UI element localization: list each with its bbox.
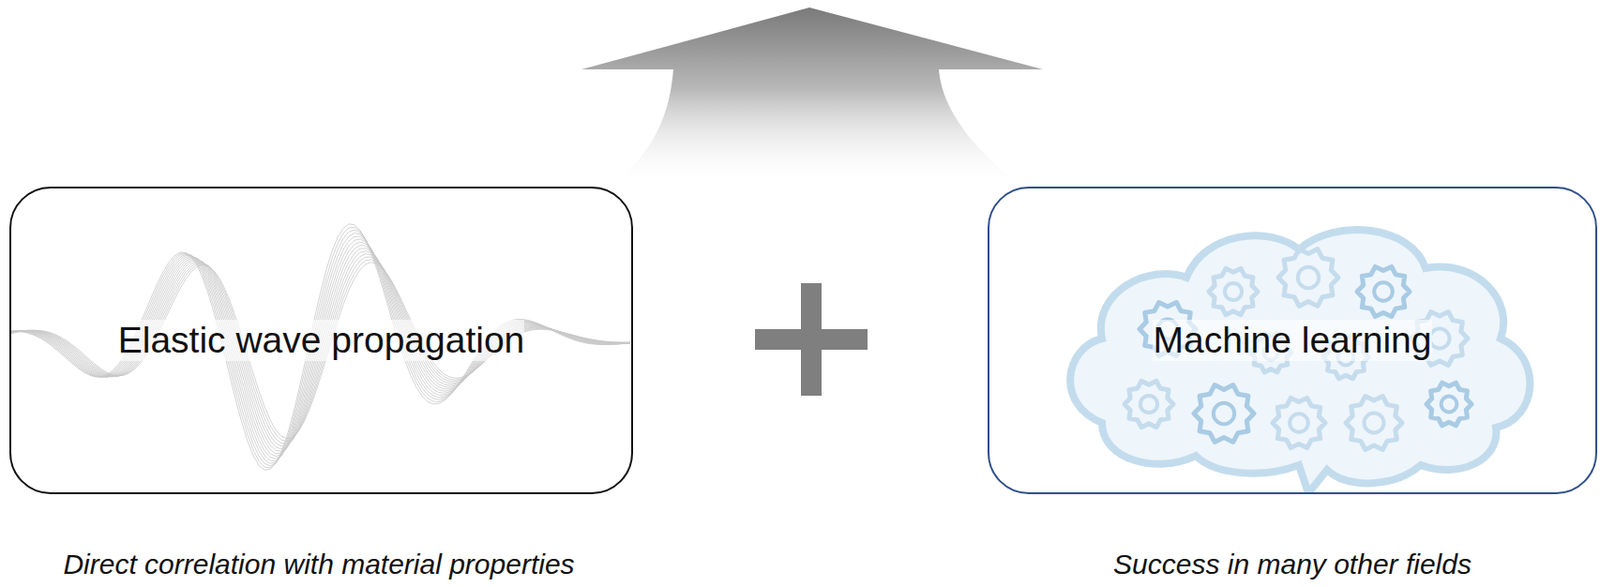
upward-arrow — [581, 7, 1043, 188]
box-caption: Success in many other fields — [1113, 548, 1472, 581]
box-title: Machine learning — [1152, 319, 1432, 362]
box-caption: Direct correlation with material propert… — [62, 548, 574, 581]
box-title: Elastic wave propagation — [118, 319, 526, 362]
brain-gears-illustration — [1070, 229, 1530, 493]
rounded-box: Elastic wave propagation — [9, 186, 634, 495]
plus-sign — [754, 283, 868, 396]
wave-illustration — [11, 224, 631, 470]
rounded-box: Machine learning — [987, 186, 1598, 495]
